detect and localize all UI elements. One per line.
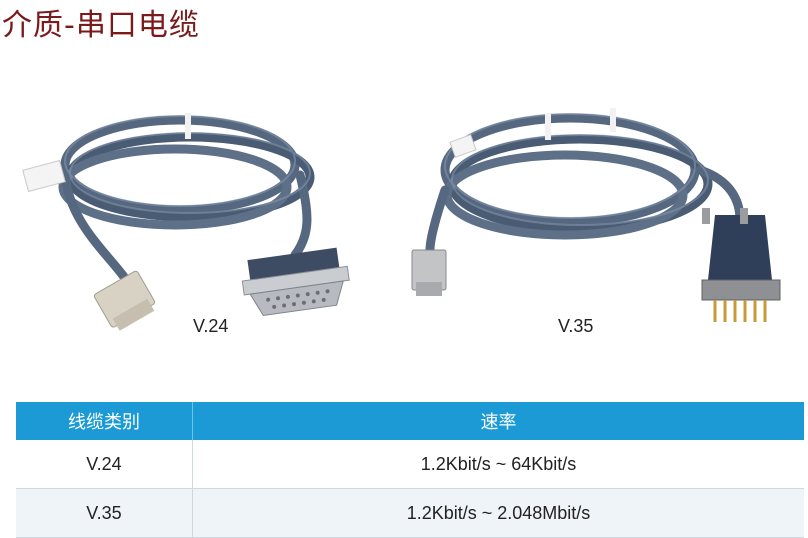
table-header-row: 线缆类别 速率 [16, 402, 804, 440]
caption-v35: V.35 [558, 316, 594, 336]
cell-rate: 1.2Kbit/s ~ 2.048Mbit/s [192, 488, 804, 538]
caption-v24: V.24 [193, 316, 229, 336]
serial-cable-v35-image [411, 108, 781, 322]
page-title: 介质-串口电缆 [2, 8, 200, 43]
cable-rate-table: 线缆类别 速率 V.24 1.2Kbit/s ~ 64Kbit/s V.35 1… [16, 402, 804, 538]
cell-cable-type: V.24 [16, 440, 193, 489]
header-cable-type: 线缆类别 [16, 402, 193, 440]
table-row: V.35 1.2Kbit/s ~ 2.048Mbit/s [16, 488, 804, 538]
cell-cable-type: V.35 [16, 488, 193, 538]
table-row: V.24 1.2Kbit/s ~ 64Kbit/s [16, 440, 804, 489]
header-rate: 速率 [192, 402, 804, 440]
serial-cable-v24-image [22, 113, 350, 331]
cell-rate: 1.2Kbit/s ~ 64Kbit/s [192, 440, 804, 489]
